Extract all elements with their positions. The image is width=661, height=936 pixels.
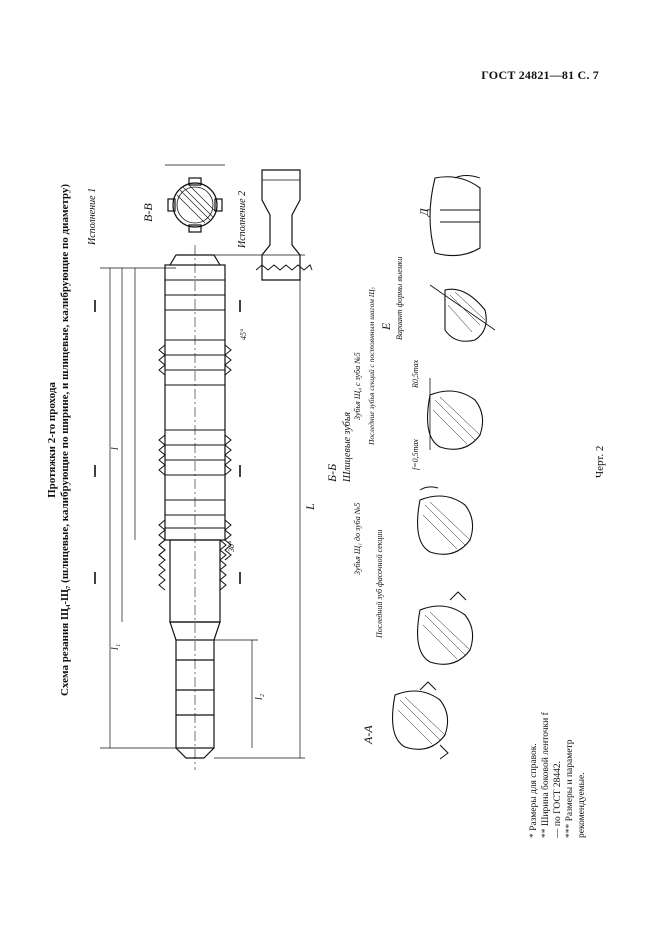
section-bb-cal-view (427, 378, 484, 450)
label-angle-45: 45° (239, 328, 248, 340)
label-last-teeth-cal: Последние зубья секций с постоянным шаго… (367, 286, 376, 446)
footnotes: * Размеры для справок. ** Ширина боковой… (528, 705, 588, 838)
label-rho: R0,5max (411, 359, 420, 389)
label-section-bb-sub: Шлицевые зубья (342, 412, 353, 483)
label-section-bb: Б-Б (325, 464, 339, 483)
label-version-2: Исполнение 2 (237, 191, 248, 249)
footnote-1: * Размеры для справок. (529, 743, 539, 838)
figure-label: Черт. 2 (594, 445, 606, 478)
last-tooth-view (417, 591, 474, 665)
section-bb-view (417, 486, 474, 555)
dimension-lines (100, 254, 305, 759)
view-d (429, 175, 481, 257)
section-markers (94, 300, 241, 584)
footnote-2: ** Ширина боковой ленточки f — по ГОСТ 2… (541, 712, 563, 838)
label-dim-l2: l₂ (254, 693, 265, 700)
label-version-1: Исполнение 1 (87, 188, 98, 246)
label-spline-teeth: Зубья Щ₁ до зуба №5 (353, 503, 362, 575)
version-2-shank (255, 169, 313, 281)
footnote-3: *** Размеры и параметр рекомендуемые. (565, 739, 587, 838)
label-dim-l: l (110, 447, 121, 450)
section-aa-view (392, 681, 449, 760)
label-last-tooth: Последний зуб фасочной секции (375, 530, 384, 639)
label-view-d: Д (417, 207, 431, 217)
label-section-vv: В-В (141, 203, 155, 222)
label-dim-l1: l₁ (110, 644, 121, 650)
label-view-e: Е (379, 322, 393, 331)
label-section-aa: А-А (361, 725, 375, 745)
label-spline-teeth-2: Зубья Щ₄ с зуба №5 (353, 352, 362, 420)
label-view-e-sub: Вариант формы выемки (395, 257, 404, 340)
label-dim-L: L (303, 503, 317, 511)
section-vv-view (165, 164, 225, 233)
page-header: ГОСТ 24821—81 С. 7 (481, 68, 599, 82)
drawing-labels: Исполнение 1 Исполнение 2 В-В Б-Б Шлицев… (87, 188, 431, 745)
label-f: f=0,5max (411, 439, 420, 470)
label-angle-30: 30° (227, 540, 236, 553)
broach-body (158, 245, 232, 770)
view-e (429, 284, 496, 342)
